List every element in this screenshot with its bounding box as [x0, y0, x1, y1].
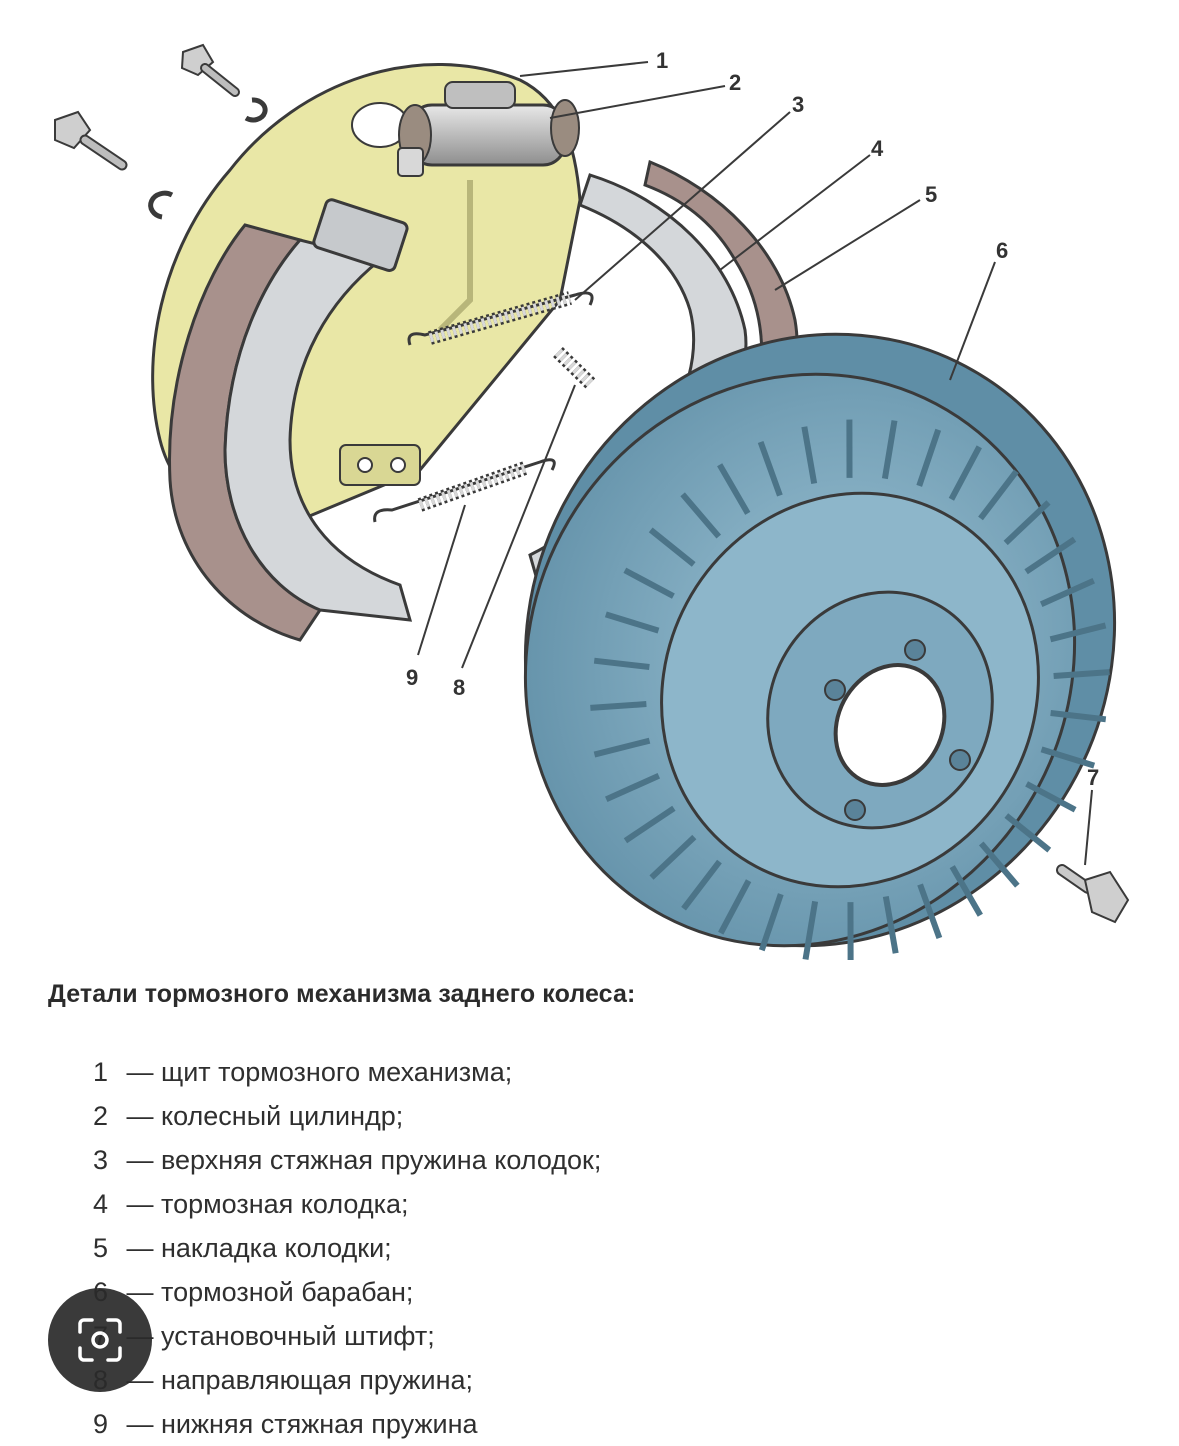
lens-search-button[interactable] [48, 1288, 152, 1392]
legend-text: — установочный штифт; [119, 1321, 435, 1351]
legend-item: 3 — верхняя стяжная пружина колодок; [93, 1138, 601, 1182]
brake-drum [418, 230, 1179, 960]
legend-item: 9 — нижняя стяжная пружина [93, 1402, 601, 1446]
legend-number: 1 [93, 1050, 119, 1094]
callout-6: 6 [996, 238, 1008, 263]
legend-item: 4 — тормозная колодка; [93, 1182, 601, 1226]
callout-8: 8 [453, 675, 465, 700]
legend-number: 4 [93, 1182, 119, 1226]
legend-item: 7 — установочный штифт; [93, 1314, 601, 1358]
legend-item: 2 — колесный цилиндр; [93, 1094, 601, 1138]
guide-spring [558, 352, 592, 385]
washer-lower [151, 193, 172, 217]
callout-4: 4 [871, 136, 884, 161]
drum-fin [1054, 672, 1110, 676]
legend-number: 3 [93, 1138, 119, 1182]
drum-fin [590, 704, 646, 708]
legend-number: 5 [93, 1226, 119, 1270]
legend-item: 1 — щит тормозного механизма; [93, 1050, 601, 1094]
callout-7: 7 [1087, 765, 1099, 790]
legend-text: — щит тормозного механизма; [119, 1057, 512, 1087]
locating-pin [1062, 870, 1128, 922]
callout-1: 1 [656, 48, 668, 73]
legend-item: 8 — направляющая пружина; [93, 1358, 601, 1402]
legend-number: 2 [93, 1094, 119, 1138]
callout-2: 2 [729, 70, 741, 95]
callout-9: 9 [406, 665, 418, 690]
legend-text: — верхняя стяжная пружина колодок; [119, 1145, 601, 1175]
legend-text: — колесный цилиндр; [119, 1101, 403, 1131]
legend-item: 5 — накладка колодки; [93, 1226, 601, 1270]
brake-diagram: 1 2 3 4 5 6 7 8 9 [0, 0, 1179, 960]
legend-text: — тормозная колодка; [119, 1189, 409, 1219]
legend-text: — накладка колодки; [119, 1233, 392, 1263]
bolt-upper [182, 45, 235, 92]
legend-text: — тормозной барабан; [119, 1277, 413, 1307]
callout-3: 3 [792, 92, 804, 117]
legend-text: — нижняя стяжная пружина [119, 1409, 478, 1439]
parts-legend: 1 — щит тормозного механизма; 2 — колесн… [93, 1050, 601, 1446]
caption-title: Детали тормозного механизма заднего коле… [48, 980, 635, 1009]
bolt-lower [55, 112, 122, 165]
legend-text: — направляющая пружина; [119, 1365, 473, 1395]
legend-item: 6 — тормозной барабан; [93, 1270, 601, 1314]
callout-5: 5 [925, 182, 937, 207]
lens-search-icon [74, 1314, 126, 1366]
washer-upper [246, 100, 265, 120]
legend-number: 9 [93, 1402, 119, 1446]
